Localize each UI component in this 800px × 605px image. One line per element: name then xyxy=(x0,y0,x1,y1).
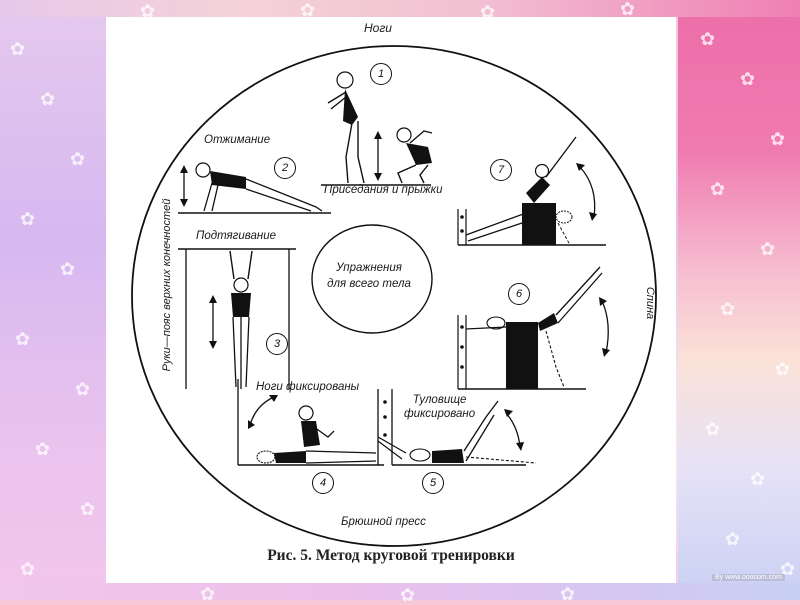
exercise-5-label-line1: Туловище xyxy=(412,394,467,406)
blossom-decoration: ✿ xyxy=(700,29,716,49)
exercise-7-number: 7 xyxy=(490,159,512,181)
blossom-decoration: ✿ xyxy=(780,559,796,579)
exercise-2-number: 2 xyxy=(274,157,296,179)
sector-label-abs: Брюшной пресс xyxy=(341,516,426,528)
center-circle xyxy=(311,224,433,334)
blossom-decoration: ✿ xyxy=(140,1,156,21)
blossom-decoration: ✿ xyxy=(705,419,721,439)
blossom-decoration: ✿ xyxy=(10,39,26,59)
exercise-5-number: 5 xyxy=(422,472,444,494)
background-top-strip xyxy=(0,0,800,17)
exercise-1-label: Приседания и прыжки xyxy=(324,184,443,196)
blossom-decoration: ✿ xyxy=(710,179,726,199)
exercise-5-label: Туловище фиксировано xyxy=(404,393,475,421)
blossom-decoration: ✿ xyxy=(775,359,791,379)
exercise-6-number: 6 xyxy=(508,283,530,305)
center-label: Упражнения для всего тела xyxy=(314,260,424,292)
blossom-decoration: ✿ xyxy=(480,2,496,22)
center-label-line1: Упражнения xyxy=(336,262,402,274)
sector-label-back: Спина xyxy=(644,286,657,320)
blossom-decoration: ✿ xyxy=(80,499,96,519)
blossom-decoration: ✿ xyxy=(760,239,776,259)
exercise-2-label: Отжимание xyxy=(204,134,271,146)
exercise-3-label: Подтягивание xyxy=(196,230,277,242)
exercise-4-number: 4 xyxy=(312,472,334,494)
background-bottom-strip xyxy=(0,583,800,600)
blossom-decoration: ✿ xyxy=(200,584,216,604)
blossom-decoration: ✿ xyxy=(740,69,756,89)
blossom-decoration: ✿ xyxy=(400,585,416,605)
circuit-training-diagram xyxy=(131,45,657,547)
exercise-6-back-extension-figure xyxy=(457,266,610,390)
exercise-3-pullup-figure xyxy=(178,248,296,389)
watermark: By www.ooocom.com xyxy=(712,574,785,581)
sector-label-arms: Руки—пояс верхних конечностей xyxy=(161,198,173,372)
exercise-5-legraise-figure xyxy=(377,400,537,466)
figure-caption: Рис. 5. Метод круговой тренировки xyxy=(267,547,515,564)
blossom-decoration: ✿ xyxy=(70,149,86,169)
blossom-decoration: ✿ xyxy=(15,329,31,349)
blossom-decoration: ✿ xyxy=(35,439,51,459)
blossom-decoration: ✿ xyxy=(20,559,36,579)
exercise-1-squat-figure xyxy=(321,71,433,186)
center-label-line2: для всего тела xyxy=(327,278,411,290)
exercise-4-label: Ноги фиксированы xyxy=(256,381,360,393)
exercise-7-hyperextension-figure xyxy=(457,136,606,246)
blossom-decoration: ✿ xyxy=(720,299,736,319)
background-left-panel xyxy=(0,0,108,600)
exercise-3-number: 3 xyxy=(266,333,288,355)
exercise-1-number: 1 xyxy=(370,63,392,85)
blossom-decoration: ✿ xyxy=(60,259,76,279)
background-right-panel xyxy=(678,0,800,600)
blossom-decoration: ✿ xyxy=(725,529,741,549)
blossom-decoration: ✿ xyxy=(770,129,786,149)
blossom-decoration: ✿ xyxy=(300,0,316,20)
blossom-decoration: ✿ xyxy=(40,89,56,109)
exercise-5-label-line2: фиксировано xyxy=(404,408,476,420)
exercise-4-situp-figure xyxy=(237,379,393,466)
figure-sheet: Ноги Спина Брюшной пресс Руки—пояс верхн… xyxy=(106,17,676,583)
outer-circle xyxy=(131,45,657,547)
sector-label-legs: Ноги xyxy=(364,21,392,35)
blossom-decoration: ✿ xyxy=(620,0,636,19)
blossom-decoration: ✿ xyxy=(20,209,36,229)
blossom-decoration: ✿ xyxy=(75,379,91,399)
blossom-decoration: ✿ xyxy=(560,584,576,604)
blossom-decoration: ✿ xyxy=(750,469,766,489)
exercise-2-pushup-figure xyxy=(178,162,331,214)
